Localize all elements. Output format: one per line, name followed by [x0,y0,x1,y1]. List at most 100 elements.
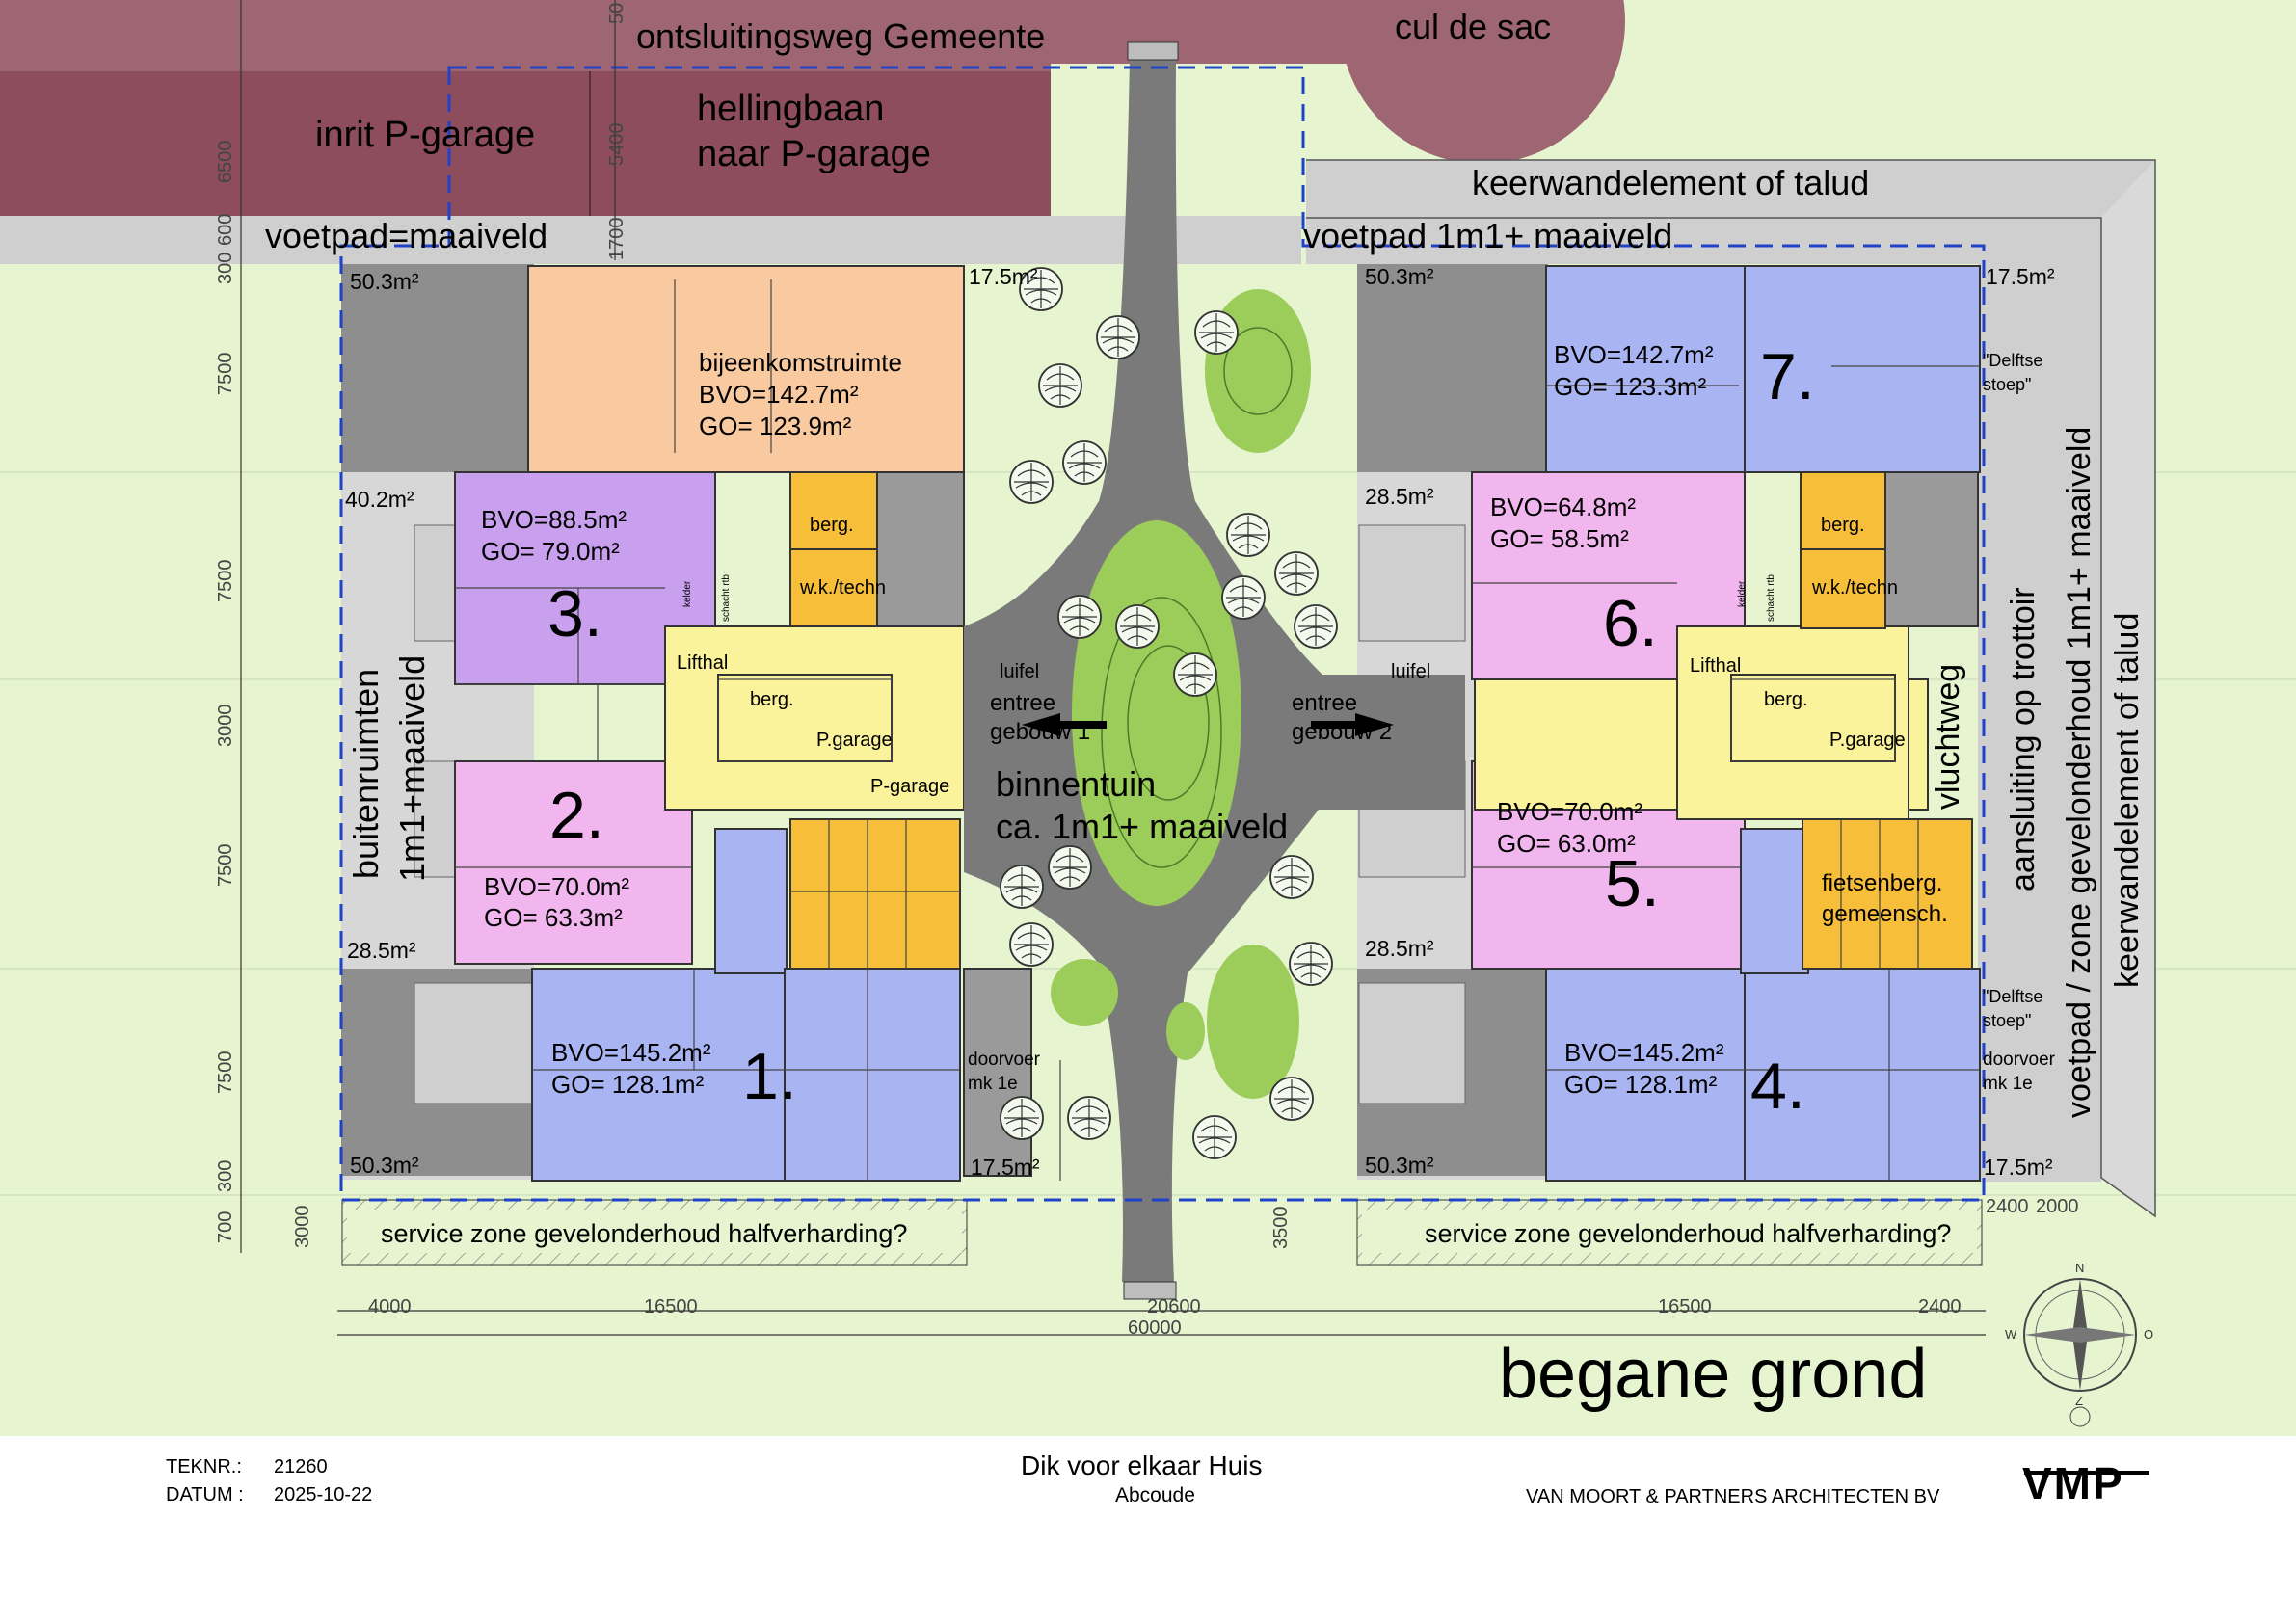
courtyard-label-1: binnentuin [996,764,1156,804]
cul-de-sac [1340,0,1625,164]
retaining-band-top [1306,160,2155,218]
unit-4-bvo: BVO=145.2m² [1564,1038,1724,1067]
entrance-arrow-2 [1355,713,1394,736]
dim-v-300a: 300 [215,253,236,284]
logo-underline [2024,1471,2149,1475]
unit-5-number: 5. [1605,847,1660,920]
dim-v-6500: 6500 [215,141,236,184]
dim-v-3000: 3000 [215,705,236,748]
pgarage-left: P.garage [816,730,893,751]
unit-5-bvo: BVO=70.0m² [1497,797,1642,826]
dim-h-2000-right: 2000 [2036,1196,2079,1217]
unit-7-number: 7. [1760,340,1815,413]
unit-5-go: GO= 63.0m² [1497,829,1636,858]
outdoor-label-2: 1m1+maaiveld [392,655,432,882]
dim-v-7500d: 7500 [215,1051,236,1095]
dim-v-7500a: 7500 [215,353,236,396]
central-lawn [1072,520,1241,906]
pgarage2-left: P-garage [870,776,949,797]
north-arrow-compass [2023,1278,2137,1427]
teknr-label: TEKNR.: [166,1456,242,1477]
dim-ramp-1700: 1700 [606,218,627,261]
footpath-right-label: voetpad 1m1+ maaiveld [1303,216,1672,255]
entrance1-label-1: entree [990,690,1055,716]
bike-storage-2: gemeensch. [1822,901,1948,927]
area-175-top-right: 17.5m² [1986,264,2055,289]
area-503-top-left: 50.3m² [350,269,419,294]
bike-storage-1: fietsenberg. [1822,870,1942,896]
building-2 [1471,265,1981,1182]
meeting-room-go: GO= 123.9m² [699,412,852,440]
dimension-lines [240,0,1986,1336]
meeting-room-name: bijeenkomstruimte [699,348,902,377]
delftse-bottom-1: "Delftse [1983,987,2042,1006]
dim-ramp-5400: 5400 [606,123,627,167]
passage-left-1: doorvoer [968,1050,1041,1070]
unit-4-number: 4. [1750,1050,1805,1123]
ramp-label-2: naar P-garage [697,134,931,174]
entrance2-label-1: entree [1292,690,1357,716]
dim-h-60000: 60000 [1128,1317,1182,1339]
delftse-bottom-2: stoep" [1983,1011,2031,1030]
entrance2-label-2: gebouw 2 [1292,719,1392,745]
canopy-label-right: luifel [1391,661,1430,682]
unit-6-bvo: BVO=64.8m² [1490,492,1636,521]
area-503-bottom-right: 50.3m² [1365,1153,1434,1178]
lifthal-left: Lifthal [677,652,728,674]
area-285-right-top: 28.5m² [1365,484,1434,509]
dim-v-600: 600 [215,214,236,246]
escape-route-label: vluchtweg [1930,664,1966,810]
courtyard-label-2: ca. 1m1+ maaiveld [996,807,1288,846]
footpath-right [1306,218,2101,264]
area-503-bottom-left: 50.3m² [350,1153,419,1178]
pgarage-right: P.garage [1829,730,1906,751]
compass-n: N [2075,1261,2084,1275]
cellar-label-right: kelder [1737,580,1748,607]
drawing-title: begane grond [1499,1336,1927,1413]
outdoor-label-1: buitenruimten [346,669,386,879]
dim-v-7500c: 7500 [215,844,236,888]
passage-right-1: doorvoer [1983,1050,2056,1070]
area-175-bottom-right: 17.5m² [1984,1155,2053,1180]
passage-left-2: mk 1e [968,1074,1018,1094]
service-zone-label-left: service zone gevelonderhoud halfverhardi… [381,1219,907,1248]
dim-h-16500a: 16500 [644,1296,698,1317]
road-lower-band [0,64,1051,71]
right-edge-label-2: voetpad / zone gevelonderhoud 1m1+ maaiv… [2061,427,2097,1118]
footpath-left [0,216,1301,264]
right-side-talud [2101,160,2155,1216]
datum-value: 2025-10-22 [274,1484,373,1505]
unit-2-number: 2. [549,779,604,852]
unit-6-number: 6. [1603,587,1658,660]
area-175-top-left: 17.5m² [969,264,1038,289]
unit-2-go: GO= 63.3m² [484,903,623,932]
entrance-arrow-1 [1022,713,1060,736]
project-name: Dik voor elkaar Huis [1021,1450,1263,1480]
berg-left-stairs: berg. [750,689,794,710]
unit-3-go: GO= 79.0m² [481,537,620,566]
unit-6-go: GO= 58.5m² [1490,524,1629,553]
wk-techn-left: w.k./techn [799,577,886,599]
unit-2-bvo: BVO=70.0m² [484,872,629,901]
delftse-top-2: stoep" [1983,375,2031,394]
delftse-top-1: "Delftse [1983,351,2042,370]
architect-firm: VAN MOORT & PARTNERS ARCHITECTEN BV [1526,1486,1940,1507]
garage-ramp [590,71,1051,216]
right-sidewalk [1978,218,2101,1182]
dim-v-50: 50 [606,3,627,24]
dim-v-300b: 300 [215,1160,236,1192]
dim-h-2400-right: 2400 [1986,1196,2029,1217]
berg-right-top: berg. [1821,515,1865,536]
dim-3500: 3500 [1270,1207,1292,1250]
compass-o: O [2144,1327,2153,1342]
teknr-value: 21260 [274,1456,328,1477]
canopy-label-left: luifel [1000,661,1039,682]
area-285-right-bottom: 28.5m² [1365,936,1434,961]
unit-7-bvo: BVO=142.7m² [1554,340,1714,369]
dim-v-700: 700 [215,1211,236,1243]
garage-entry [0,71,590,216]
unit-7-go: GO= 123.3m² [1554,372,1707,401]
unit-4-go: GO= 128.1m² [1564,1070,1718,1099]
meeting-room-bvo: BVO=142.7m² [699,380,859,409]
